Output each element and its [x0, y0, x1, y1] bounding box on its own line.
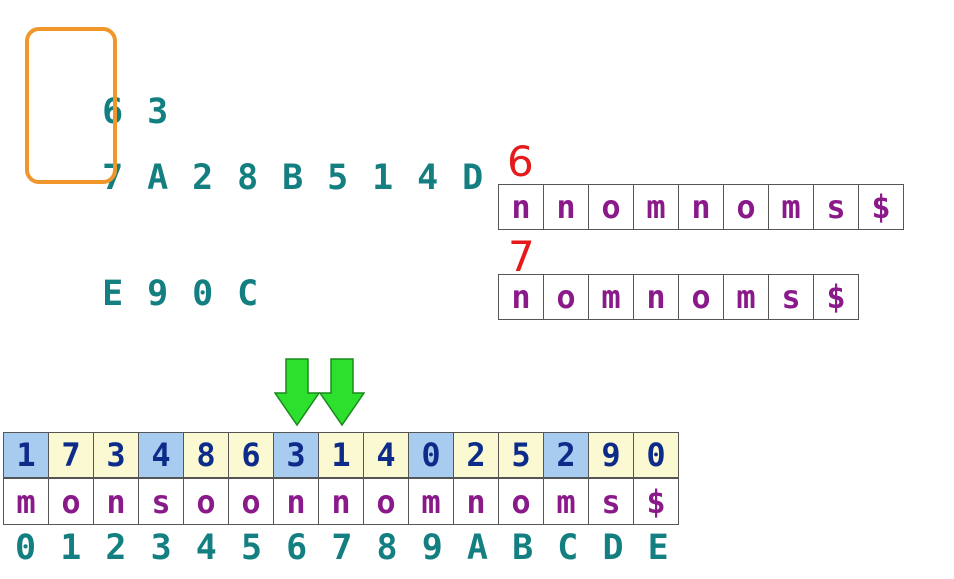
- index-label: E: [647, 528, 669, 568]
- string-char-cell: n: [93, 478, 139, 525]
- suffix-cell: n: [543, 184, 589, 230]
- array-value-cell: 0: [408, 432, 454, 478]
- bucket-char: 9: [147, 274, 169, 314]
- suffix-cell: s: [768, 274, 814, 320]
- array-value-cell: 0: [633, 432, 679, 478]
- suffix-cell: m: [768, 184, 814, 230]
- index-label: 9: [421, 528, 443, 568]
- bucket-char: 8: [237, 158, 259, 198]
- array-value-cell: 6: [228, 432, 274, 478]
- index-label: B: [512, 528, 534, 568]
- array-value-cell: 3: [273, 432, 319, 478]
- array-value-cell: 4: [363, 432, 409, 478]
- array-value-cell: 1: [318, 432, 364, 478]
- suffix-cell: m: [633, 184, 679, 230]
- array-value-cell: 3: [93, 432, 139, 478]
- bucket-char: D: [462, 158, 484, 198]
- suffix-table-6: n n o m n o m s $: [498, 184, 904, 230]
- suffix-cell: o: [543, 274, 589, 320]
- bucket-char: 6: [102, 92, 124, 132]
- suffix-cell: o: [723, 184, 769, 230]
- array-value-cell: 2: [543, 432, 589, 478]
- string-char-cell: o: [363, 478, 409, 525]
- array-value-cell: 2: [453, 432, 499, 478]
- string-char-cell: m: [3, 478, 49, 525]
- suffix-table-7: n o m n o m s $: [498, 274, 859, 320]
- index-label: 3: [150, 528, 172, 568]
- bucket-char: 1: [372, 158, 394, 198]
- index-label: 7: [331, 528, 353, 568]
- index-label: 8: [376, 528, 398, 568]
- array-value-cell: 8: [183, 432, 229, 478]
- string-char-cell: o: [498, 478, 544, 525]
- index-label: D: [602, 528, 624, 568]
- string-char-cell: n: [273, 478, 319, 525]
- index-label: 5: [240, 528, 263, 568]
- handwritten-label-7: 7: [508, 232, 535, 281]
- down-arrow-icon: [274, 358, 320, 427]
- string-char-cell: n: [318, 478, 364, 525]
- suffix-cell: n: [498, 274, 544, 320]
- index-label: A: [466, 528, 488, 568]
- string-char-cell: m: [543, 478, 589, 525]
- suffix-cell: n: [633, 274, 679, 320]
- suffix-cell: m: [723, 274, 769, 320]
- index-label: 4: [195, 528, 217, 568]
- array-value-cell: 9: [588, 432, 634, 478]
- suffix-cell: $: [858, 184, 904, 230]
- string-char-cell: m: [408, 478, 454, 525]
- suffix-cell: o: [678, 274, 724, 320]
- array-value-cell: 1: [3, 432, 49, 478]
- bucket-char: C: [237, 274, 259, 314]
- highlight-bracket: [25, 27, 117, 184]
- suffix-cell: o: [588, 184, 634, 230]
- string-char-cell: n: [453, 478, 499, 525]
- string-char-cell: o: [183, 478, 229, 525]
- bucket-char: 2: [192, 158, 214, 198]
- index-label: 0: [15, 528, 37, 568]
- index-label: C: [557, 528, 579, 568]
- bucket-char: 0: [192, 274, 214, 314]
- suffix-cell: $: [813, 274, 859, 320]
- index-label: 2: [105, 528, 127, 568]
- string-char-cell: o: [48, 478, 94, 525]
- handwritten-label-6: 6: [507, 137, 534, 186]
- array-value-cell: 7: [48, 432, 94, 478]
- bucket-char: B: [282, 158, 304, 198]
- bucket-char: E: [102, 274, 124, 314]
- bucket-char: 5: [327, 158, 349, 198]
- string-char-cell: s: [138, 478, 184, 525]
- index-label: 6: [286, 528, 308, 568]
- down-arrow-icon: [319, 358, 365, 427]
- suffix-cell: n: [498, 184, 544, 230]
- array-value-cell: 5: [498, 432, 544, 478]
- string-char-cell: o: [228, 478, 274, 525]
- bucket-char: A: [147, 158, 169, 198]
- suffix-cell: s: [813, 184, 859, 230]
- string-char-cell: $: [633, 478, 679, 525]
- string-char-cell: s: [588, 478, 634, 525]
- suffix-cell: m: [588, 274, 634, 320]
- suffix-cell: n: [678, 184, 724, 230]
- bucket-char: 4: [417, 158, 439, 198]
- index-label: 1: [60, 528, 82, 568]
- array-value-cell: 4: [138, 432, 184, 478]
- bucket-char: 3: [147, 92, 169, 132]
